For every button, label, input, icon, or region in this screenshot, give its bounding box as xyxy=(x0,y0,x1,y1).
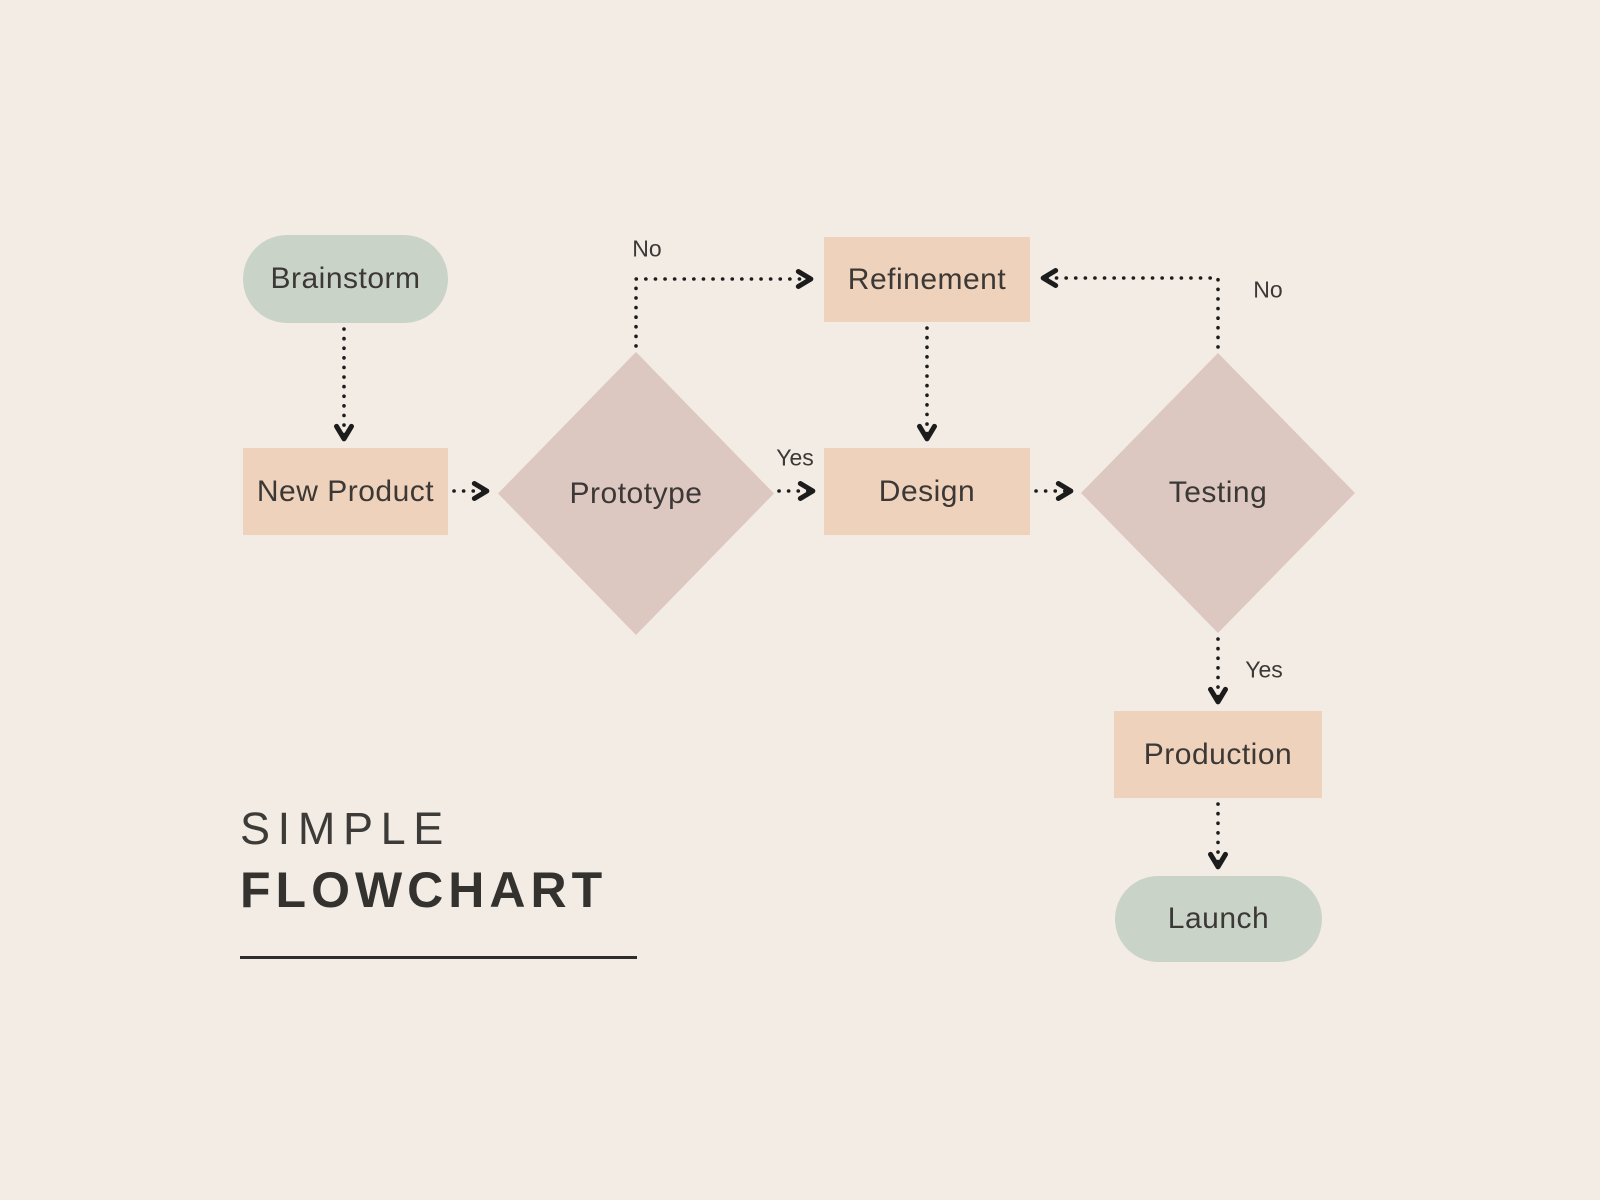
node-launch: Launch xyxy=(1115,876,1322,962)
edge-label-yes-testing: Yes xyxy=(1245,656,1283,683)
node-testing: Testing xyxy=(1081,353,1355,633)
node-brainstorm-label: Brainstorm xyxy=(270,262,421,295)
title-underline xyxy=(240,956,637,959)
node-design-label: Design xyxy=(878,474,976,508)
edge-testing-refinement xyxy=(1040,268,1220,349)
edge-label-no-prototype: No xyxy=(632,235,662,262)
node-brainstorm: Brainstorm xyxy=(243,235,448,323)
node-prototype: Prototype xyxy=(498,352,774,635)
node-prototype-label: Prototype xyxy=(569,476,703,510)
node-design: Design xyxy=(824,448,1030,535)
node-testing-label: Testing xyxy=(1168,476,1268,509)
title-block: SIMPLE FLOWCHART xyxy=(240,806,607,915)
node-new-product: New Product xyxy=(243,448,448,535)
node-new-product-label: New Product xyxy=(256,474,435,508)
title-line-simple: SIMPLE xyxy=(240,803,451,854)
edge-label-no-testing: No xyxy=(1253,276,1283,303)
node-production: Production xyxy=(1114,711,1322,798)
node-launch-label: Launch xyxy=(1167,902,1270,935)
node-production-label: Production xyxy=(1143,737,1293,771)
title-line-flowchart: FLOWCHART xyxy=(240,862,608,918)
node-refinement: Refinement xyxy=(824,237,1030,322)
edge-label-yes-prototype: Yes xyxy=(776,444,814,471)
edge-prototype-refinement xyxy=(634,269,814,348)
node-refinement-label: Refinement xyxy=(847,262,1007,296)
